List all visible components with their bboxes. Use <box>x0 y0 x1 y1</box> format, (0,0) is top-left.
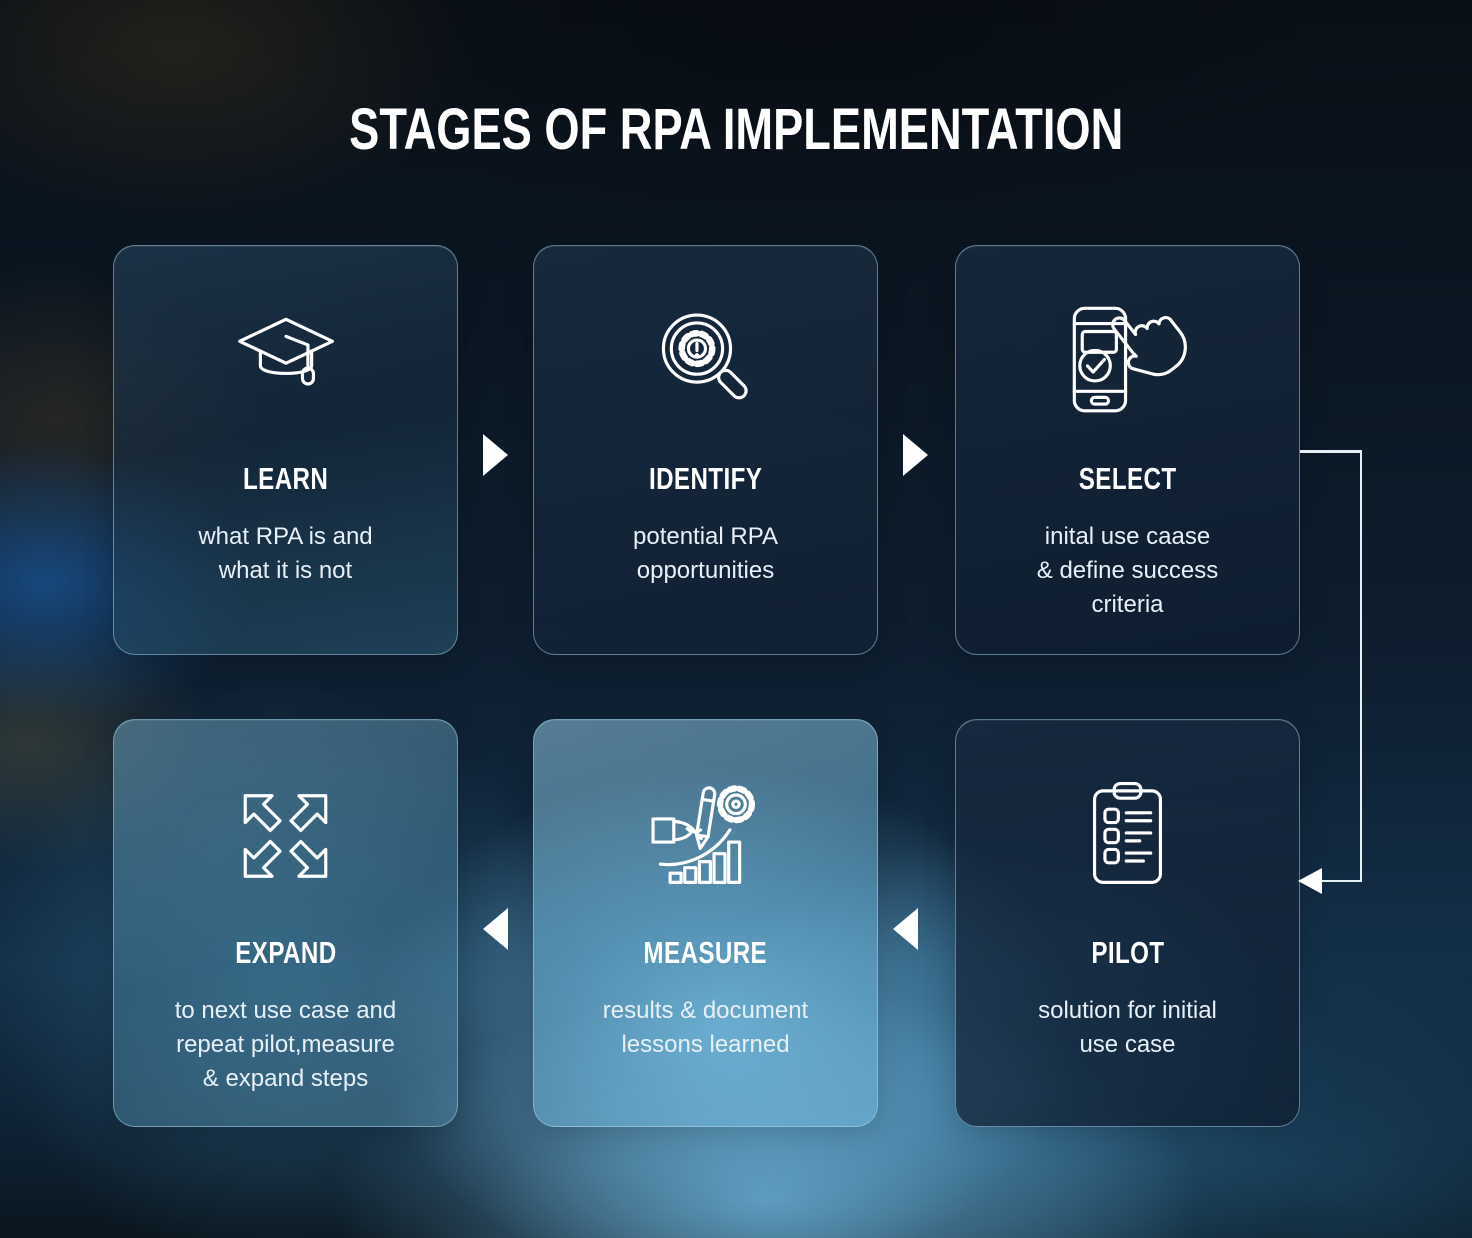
connector-select-to-pilot-top-segment <box>1300 450 1362 453</box>
measure-analytics-icon <box>651 785 756 884</box>
card-pilot-description: solution for initial use case <box>1038 997 1217 1059</box>
card-select-description: inital use caase & define success criter… <box>1036 523 1219 619</box>
card-learn-title-text: LEARN <box>242 461 329 496</box>
flow-arrow-learn-to-identify <box>483 434 508 476</box>
card-pilot: PILOT solution for initial use case <box>955 719 1300 1127</box>
card-learn-title: LEARN <box>231 463 340 494</box>
connector-select-to-pilot-vertical-segment <box>1359 450 1362 882</box>
flow-arrow-identify-to-select <box>903 434 928 476</box>
clipboard-checklist-icon <box>1092 781 1163 884</box>
card-identify: IDENTIFY potential RPA opportunities <box>533 245 878 655</box>
card-learn: LEARN what RPA is and what it is not <box>113 245 458 655</box>
card-select-title: SELECT <box>1065 463 1190 494</box>
card-expand-title-text: EXPAND <box>234 935 337 970</box>
card-select: SELECT inital use caase & define success… <box>955 245 1300 655</box>
magnifier-gear-icon <box>661 313 748 400</box>
card-expand-description: to next use case and repeat pilot,measur… <box>174 997 397 1093</box>
card-expand-title: EXPAND <box>221 937 351 968</box>
graduation-cap-icon <box>237 317 334 386</box>
expand-arrows-icon <box>243 794 328 878</box>
card-learn-description: what RPA is and what it is not <box>198 523 373 585</box>
card-identify-description: potential RPA opportunities <box>633 523 778 585</box>
card-expand: EXPAND to next use case and repeat pilot… <box>113 719 458 1127</box>
page-title: STAGES OF RPA IMPLEMENTATION <box>0 96 1472 163</box>
card-pilot-title: PILOT <box>1081 937 1175 968</box>
card-pilot-title-text: PILOT <box>1090 935 1165 970</box>
card-measure-title: MEASURE <box>626 937 785 968</box>
card-measure-title-text: MEASURE <box>643 935 768 970</box>
flow-arrow-pilot-to-measure <box>893 908 918 950</box>
card-identify-title: IDENTIFY <box>633 463 778 494</box>
card-measure-description: results & document lessons learned <box>602 997 809 1059</box>
page-title-text: STAGES OF RPA IMPLEMENTATION <box>348 97 1124 162</box>
connector-select-to-pilot-bottom-segment <box>1320 879 1362 882</box>
phone-tap-icon <box>1072 306 1187 413</box>
connector-arrowhead-into-pilot <box>1298 868 1322 894</box>
card-select-title-text: SELECT <box>1078 461 1177 496</box>
flow-arrow-measure-to-expand <box>483 908 508 950</box>
card-identify-title-text: IDENTIFY <box>648 461 763 496</box>
card-measure: MEASURE results & document lessons learn… <box>533 719 878 1127</box>
